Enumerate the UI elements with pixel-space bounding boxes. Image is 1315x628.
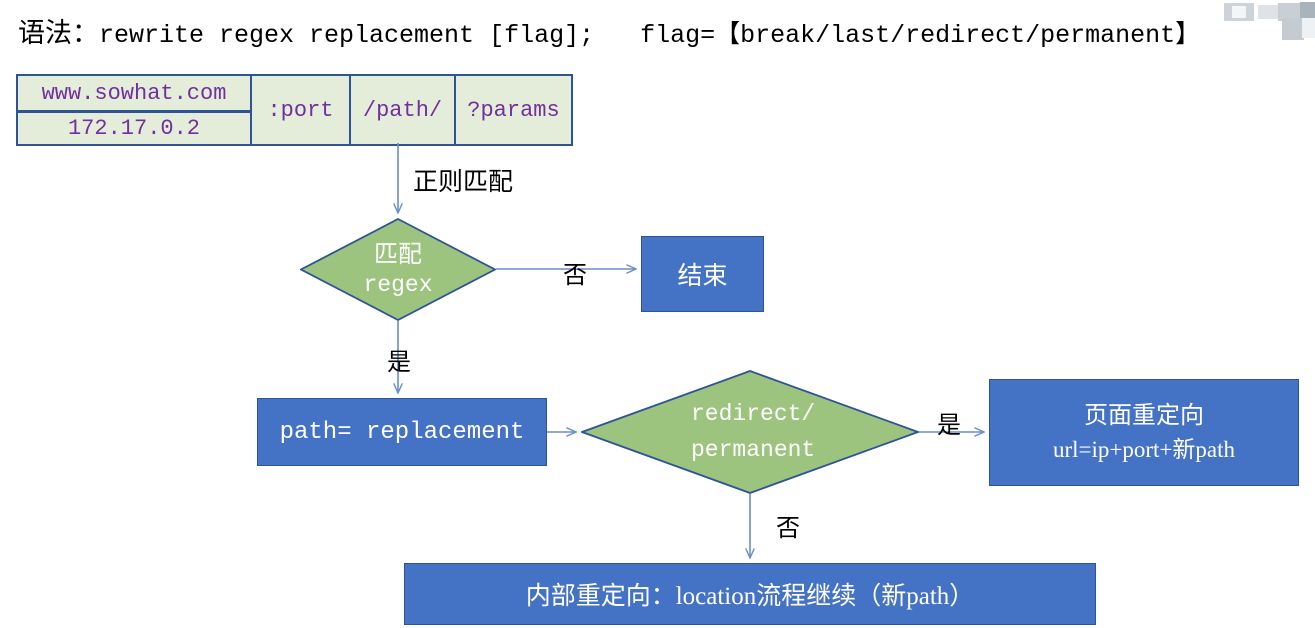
node-page-redirect-line2: url=ip+port+新path [1052, 436, 1235, 462]
corner-artifact-block [1232, 6, 1246, 18]
node-page-redirect: 页面重定向 url=ip+port+新path [989, 379, 1299, 486]
decision-match-regex: 匹配 regex [300, 218, 496, 321]
syntax-line: 语法：rewrite regex replacement [flag]; flag… [18, 16, 1278, 53]
decision-redirect-permanent: redirect/ permanent [581, 370, 919, 494]
node-internal-redirect-label: 内部重定向：location流程继续（新path） [525, 583, 975, 610]
diamond-shape [300, 218, 496, 321]
corner-artifact-block [1258, 5, 1282, 19]
corner-artifact-block [1278, 3, 1304, 21]
diamond-shape [581, 370, 919, 494]
url-host-ip: 172.17.0.2 [18, 110, 250, 143]
corner-artifact-block [1300, 2, 1315, 18]
url-host-domain: www.sowhat.com [41, 81, 227, 106]
node-path-label: path= replacement [279, 418, 525, 446]
syntax-command: rewrite regex replacement [flag]; [99, 21, 595, 50]
url-breakdown-strip: www.sowhat.com 172.17.0.2 :port /path/ ?… [16, 74, 573, 146]
flag-values: 【break/last/redirect/permanent】 [715, 21, 1201, 50]
url-host-cell: www.sowhat.com 172.17.0.2 [18, 76, 250, 144]
node-path-assignment: path= replacement [257, 398, 547, 466]
edge-label-no-to-internal: 否 [776, 516, 800, 542]
corner-artifact-block [1302, 18, 1315, 38]
edge-label-yes-to-page-redirect: 是 [937, 413, 961, 439]
corner-artifact-block [1282, 18, 1304, 40]
edge-label-no-to-end: 否 [563, 263, 587, 289]
flag-label: flag= [640, 21, 716, 50]
url-path-cell: /path/ [349, 76, 454, 144]
url-port-cell: :port [250, 76, 349, 144]
node-page-redirect-line1: 页面重定向 [1084, 402, 1204, 429]
node-end: 结束 [641, 236, 764, 312]
node-end-label: 结束 [677, 263, 728, 290]
edge-label-regex-match: 正则匹配 [413, 169, 514, 196]
syntax-prefix: 语法： [18, 18, 99, 48]
node-internal-redirect: 内部重定向：location流程继续（新path） [404, 563, 1096, 625]
url-params-cell: ?params [454, 76, 571, 144]
edge-label-yes-to-path: 是 [387, 350, 411, 376]
